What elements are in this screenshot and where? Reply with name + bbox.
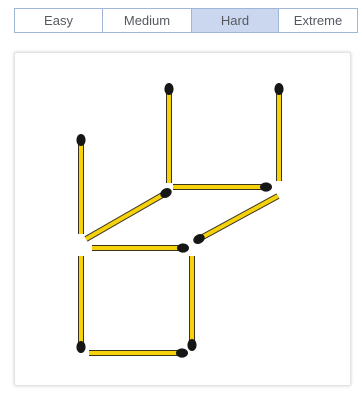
matchstick-head (76, 341, 85, 353)
matchstick-head (76, 134, 85, 146)
tab-medium[interactable]: Medium (102, 8, 191, 33)
matchstick-head (164, 83, 173, 95)
puzzle-board (14, 52, 351, 386)
matchstick-head (260, 182, 272, 191)
tab-easy[interactable]: Easy (14, 8, 102, 33)
matchstick-head (274, 83, 283, 95)
matchstick-body (86, 193, 166, 239)
matchstick-head (187, 339, 196, 351)
matchstick-4[interactable] (86, 186, 173, 239)
matchstick-10[interactable] (89, 348, 188, 357)
difficulty-tabs: Easy Medium Hard Extreme (14, 8, 358, 33)
matchstick-head (177, 243, 189, 252)
matchstick-1[interactable] (164, 83, 173, 183)
matchstick-8[interactable] (76, 256, 85, 353)
matchstick-5[interactable] (173, 182, 272, 191)
matchstick-canvas (15, 53, 352, 387)
matchstick-9[interactable] (187, 256, 196, 351)
matchstick-head (176, 348, 188, 357)
matchstick-body (199, 196, 278, 239)
tab-hard[interactable]: Hard (191, 8, 278, 33)
matchstick-6[interactable] (192, 196, 278, 246)
matchstick-7[interactable] (92, 243, 189, 252)
matchstick-3[interactable] (76, 134, 85, 234)
tab-extreme[interactable]: Extreme (278, 8, 358, 33)
matchstick-2[interactable] (274, 83, 283, 181)
